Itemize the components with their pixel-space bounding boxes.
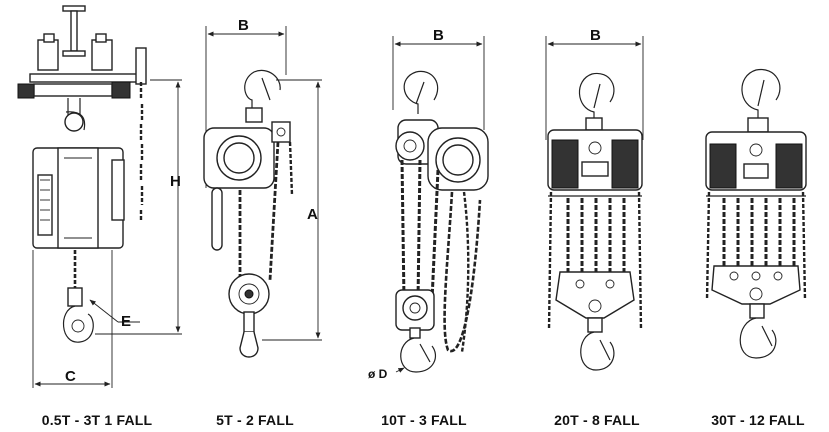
chain-icon (705, 191, 807, 301)
caption-8-fall: 20T - 8 FALL (554, 412, 640, 428)
hoist-8-fall: B (545, 27, 644, 371)
hoist-body-icon (547, 129, 643, 197)
trolley-icon (17, 5, 147, 118)
dim-b-label-4: B (590, 27, 601, 44)
caption-12-fall: 30T - 12 FALL (711, 412, 805, 428)
hoist-body-icon (705, 131, 807, 197)
dim-b-label-3: B (433, 27, 444, 44)
dim-b-label-2: B (238, 17, 249, 34)
caption-3-fall: 10T - 3 FALL (381, 412, 467, 428)
pulley-icon (228, 273, 270, 358)
dim-d-label: ø D (368, 367, 388, 381)
dim-a-label: A (307, 206, 318, 223)
pulley-icon (395, 289, 435, 339)
hook-icon (244, 69, 281, 123)
hoist-body-icon (395, 119, 489, 191)
chain-icon (400, 159, 482, 353)
dim-e-label: E (121, 313, 131, 330)
chain-icon (139, 82, 144, 222)
hook-icon (400, 337, 437, 373)
hoist-body-icon (32, 147, 125, 249)
hoist-12-fall (705, 68, 807, 359)
chain-icon (547, 191, 643, 331)
pulley-icon (711, 265, 801, 305)
dim-h-label: H (170, 173, 181, 190)
hoist-2-fall: B (203, 17, 322, 358)
hoist-1-fall: H C E (17, 5, 182, 388)
caption-2-fall: 5T - 2 FALL (216, 412, 294, 428)
hoist-3-fall: B (368, 27, 489, 381)
hook-icon (62, 287, 94, 343)
hook-icon (403, 70, 439, 114)
hook-icon (739, 303, 777, 359)
hoist-body-icon (203, 121, 291, 251)
pulley-icon (555, 271, 635, 319)
dim-c-label: C (65, 368, 76, 385)
hook-icon (580, 317, 615, 371)
chain-icon (238, 141, 294, 281)
hook-icon (741, 68, 781, 133)
caption-1-fall: 0.5T - 3T 1 FALL (41, 412, 153, 428)
hook-icon (578, 72, 615, 131)
